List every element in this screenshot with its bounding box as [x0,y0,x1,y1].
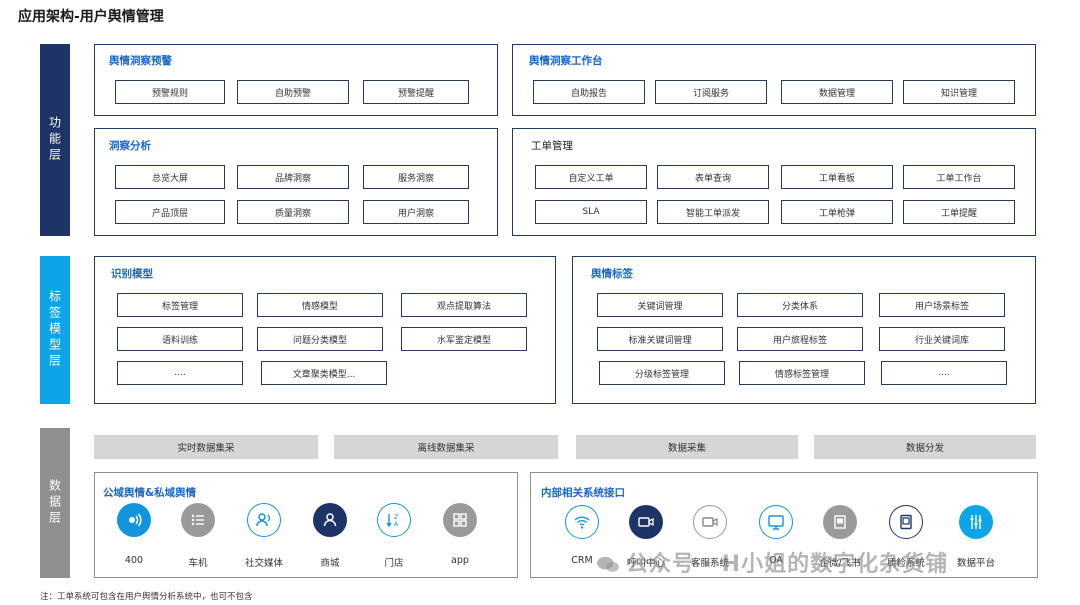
source-label: 车机 [188,558,208,569]
alert-item[interactable]: 自助预警 [237,80,349,104]
svg-text:Z: Z [394,514,398,521]
system-label: 客服系统 [690,558,729,569]
camera-icon [693,505,727,539]
alert-panel: 舆情洞察预警 预警规则 自助预警 预警提醒 [94,44,498,116]
analysis-item[interactable]: 品牌洞察 [237,165,349,189]
sentiment-tag-item[interactable]: 用户场景标签 [879,293,1005,317]
internal-systems-panel: 内部相关系统接口 CRM 呼叫中心 客服系统 OA 企微/飞书 质检系统 数据平… [530,472,1038,578]
ticket-item[interactable]: 工单看板 [781,165,893,189]
function-layer-label: 功能层 [40,44,70,236]
analysis-item[interactable]: 总览大屏 [115,165,225,189]
data-layer-label: 数据层 [40,428,70,578]
sentiment-tag-item[interactable]: .... [881,361,1007,385]
system-label: CRM [571,555,593,566]
tablet-icon [889,505,923,539]
analysis-item[interactable]: 质量洞察 [237,200,349,224]
sentiment-tag-item[interactable]: 行业关键词库 [879,327,1005,351]
user-icon [313,503,347,537]
alert-item[interactable]: 预警提醒 [363,80,469,104]
system-label: OA [769,555,783,566]
workbench-item[interactable]: 自助报告 [533,80,645,104]
sentiment-tags-panel: 舆情标签 关键词管理 分类体系 用户场景标签 标准关键词管理 用户旅程标签 行业… [572,256,1036,404]
radio-waves-icon [117,503,151,537]
recognition-panel-title: 识别模型 [111,268,153,280]
footnote: 注：工单系统可包含在用户舆情分析系统中，也可不包含 [40,592,253,602]
data-bar-realtime: 实时数据集采 [94,435,318,459]
recognition-item[interactable]: 文章聚类模型... [261,361,387,385]
recognition-item[interactable]: 语料训练 [117,327,243,351]
ticket-panel: 工单管理 自定义工单 表单查询 工单看板 工单工作台 SLA 智能工单派发 工单… [512,128,1036,236]
recognition-panel: 识别模型 标签管理 情感模型 观点提取算法 语料训练 问题分类模型 水军鉴定模型… [94,256,556,404]
alert-panel-title: 舆情洞察预警 [109,55,172,67]
analysis-item[interactable]: 用户洞察 [363,200,469,224]
ticket-item[interactable]: 智能工单派发 [657,200,769,224]
ticket-item[interactable]: SLA [535,200,647,224]
ticket-item[interactable]: 自定义工单 [535,165,647,189]
system-label: 质检系统 [886,558,925,569]
analysis-item[interactable]: 服务洞察 [363,165,469,189]
monitor-icon [759,505,793,539]
users-icon [247,503,281,537]
internal-systems-panel-title: 内部相关系统接口 [541,487,625,499]
data-bar-collect: 数据采集 [576,435,798,459]
svg-text:A: A [394,521,399,528]
chat-bubble-icon [597,556,619,572]
system-label: 数据平台 [956,558,995,569]
data-bar-offline: 离线数据集采 [334,435,558,459]
sentiment-tag-item[interactable]: 情感标签管理 [739,361,865,385]
sentiment-tags-panel-title: 舆情标签 [591,268,633,280]
sentiment-tag-item[interactable]: 用户旅程标签 [737,327,863,351]
recognition-item[interactable]: 水军鉴定模型 [401,327,527,351]
recognition-item[interactable]: 观点提取算法 [401,293,527,317]
list-icon [181,503,215,537]
sentiment-tag-item[interactable]: 标准关键词管理 [597,327,723,351]
recognition-item[interactable]: 情感模型 [257,293,383,317]
workbench-item[interactable]: 数据管理 [781,80,893,104]
public-private-panel-title: 公域舆情&私域舆情 [103,487,197,499]
workbench-item[interactable]: 知识管理 [903,80,1015,104]
workbench-panel: 舆情洞察工作台 自助报告 订阅服务 数据管理 知识管理 [512,44,1036,116]
tag-model-layer-label: 标签模型层 [40,256,70,404]
ticket-item[interactable]: 工单工作台 [903,165,1015,189]
system-label: 企微/飞书 [819,558,861,569]
analysis-panel-title: 洞察分析 [109,140,151,152]
recognition-item[interactable]: 问题分类模型 [257,327,383,351]
watermark-text: 公众号 · H小姐的数字化杂货铺 [626,552,949,577]
alert-item[interactable]: 预警规则 [115,80,225,104]
sliders-icon [959,505,993,539]
sentiment-tag-item[interactable]: 分类体系 [737,293,863,317]
source-label: 400 [124,555,144,566]
grid-icon [443,503,477,537]
sentiment-tag-item[interactable]: 分级标签管理 [599,361,725,385]
document-icon [823,505,857,539]
ticket-item[interactable]: 表单查询 [657,165,769,189]
source-label: 商城 [320,558,340,569]
ticket-panel-title: 工单管理 [531,140,573,152]
sentiment-tag-item[interactable]: 关键词管理 [597,293,723,317]
video-icon [629,505,663,539]
wifi-icon [565,505,599,539]
watermark: 公众号 · H小姐的数字化杂货铺 [596,546,948,578]
system-label: 呼叫中心 [626,558,665,569]
analysis-item[interactable]: 产品顶层 [115,200,225,224]
recognition-item[interactable]: 标签管理 [117,293,243,317]
source-label: 社交媒体 [244,558,283,569]
page-title: 应用架构-用户舆情管理 [18,9,164,25]
workbench-item[interactable]: 订阅服务 [655,80,767,104]
ticket-item[interactable]: 工单枪弹 [781,200,893,224]
analysis-panel: 洞察分析 总览大屏 品牌洞察 服务洞察 产品顶层 质量洞察 用户洞察 [94,128,498,236]
source-label: 门店 [384,558,404,569]
ticket-item[interactable]: 工单提醒 [903,200,1015,224]
recognition-item[interactable]: .... [117,361,243,385]
source-label: app [451,555,469,566]
data-bar-distribute: 数据分发 [814,435,1036,459]
workbench-panel-title: 舆情洞察工作台 [529,55,603,67]
